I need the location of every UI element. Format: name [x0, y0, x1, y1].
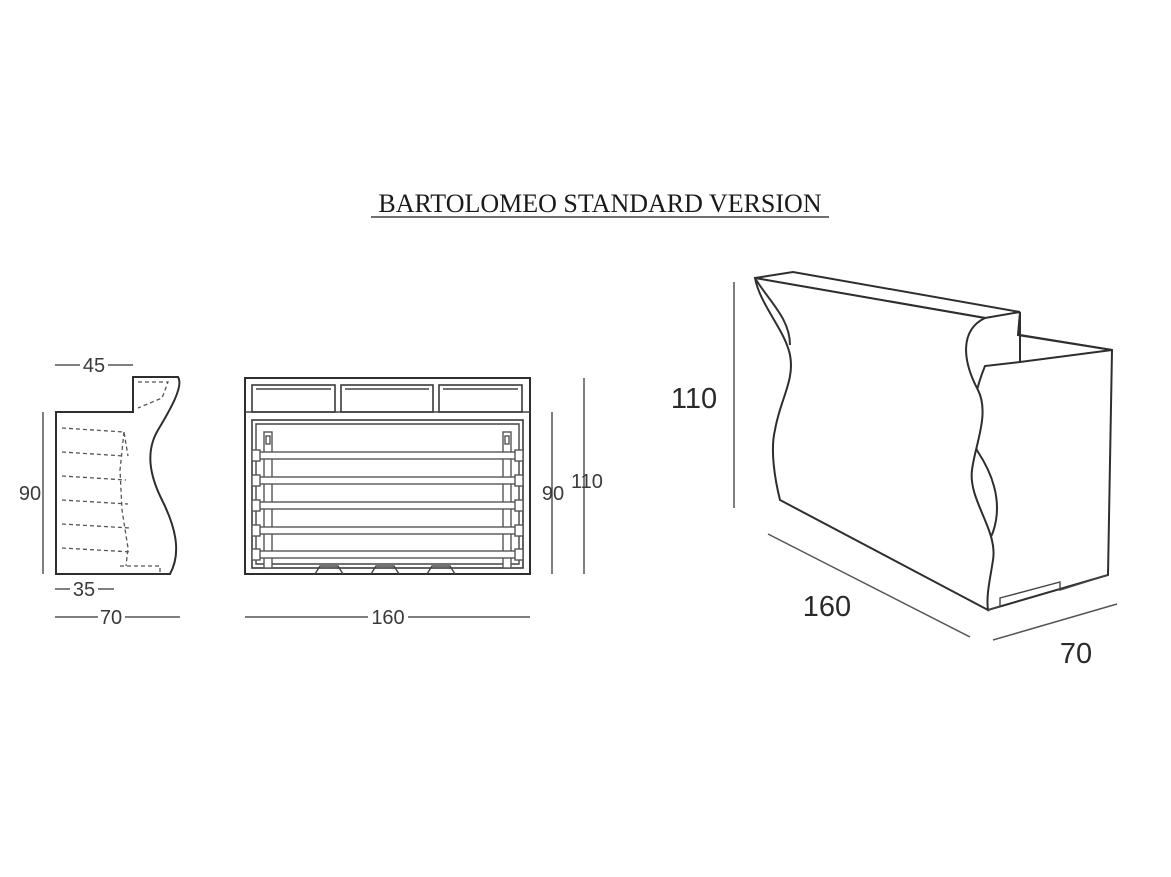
perspective-depth-label: 70 [1060, 638, 1092, 670]
front-view: 160 90 110 [244, 377, 603, 629]
perspective-base-step [987, 574, 1109, 611]
perspective-end-face [971, 333, 1114, 612]
perspective-height-label: 110 [671, 383, 717, 415]
perspective-top-edge [754, 277, 791, 346]
side-view-total-depth-label: 70 [100, 607, 122, 629]
drawing-title: BARTOLOMEO STANDARD VERSION [378, 189, 821, 218]
front-view-shelves [251, 449, 524, 561]
front-view-counter-height-label: 90 [542, 483, 564, 505]
front-view-inner-bevel [255, 423, 520, 565]
perspective-view: 110 160 70 [671, 270, 1118, 670]
side-view-height-label: 90 [19, 483, 41, 505]
side-view-dashed-shelves [61, 381, 169, 574]
front-view-top-compartments [245, 384, 530, 413]
perspective-length-dimension-line [767, 533, 971, 638]
side-view-base-depth-label: 35 [73, 579, 95, 601]
side-view: 45 90 35 70 [19, 355, 181, 629]
front-view-right-post [502, 431, 512, 569]
title-group: BARTOLOMEO STANDARD VERSION [371, 189, 829, 218]
front-view-feet [314, 565, 456, 575]
perspective-back-ledge [1016, 311, 1113, 364]
front-view-total-height-label: 110 [571, 471, 603, 493]
front-view-frame [244, 377, 531, 575]
perspective-length-label: 160 [803, 591, 851, 623]
front-view-inner-panel [251, 419, 524, 569]
front-view-width-label: 160 [371, 607, 404, 629]
front-view-left-post [263, 431, 273, 569]
perspective-depth-dimension-line [992, 603, 1118, 641]
side-view-profile [55, 376, 181, 575]
side-view-top-width-label: 45 [83, 355, 105, 377]
perspective-front-face [753, 276, 995, 612]
